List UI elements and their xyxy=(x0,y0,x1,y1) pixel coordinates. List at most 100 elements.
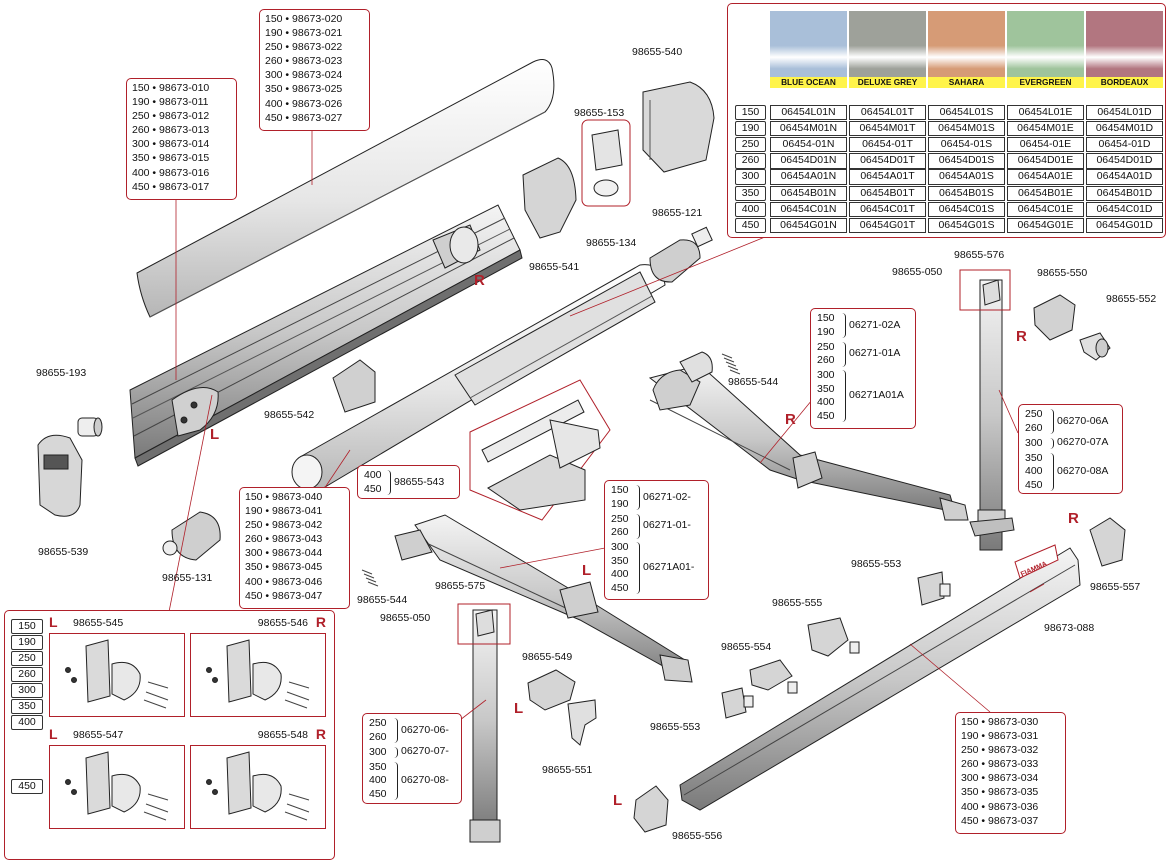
color-code-cell: 06454-01D xyxy=(1086,137,1163,153)
part-number-entry: 300 • 98673-024 xyxy=(265,69,343,82)
brace xyxy=(386,470,391,495)
swatch-label: SAHARA xyxy=(928,77,1005,88)
brace xyxy=(1049,409,1054,434)
size-group: 300 xyxy=(1025,437,1043,451)
bracket-drawing xyxy=(206,639,310,709)
mark-right: R xyxy=(1016,328,1027,345)
color-code-cell: 06454G01T xyxy=(849,217,926,233)
bracket-drawing-frame xyxy=(49,745,185,829)
size-cell: 150 xyxy=(735,105,766,121)
label-98673-088: 98673-088 xyxy=(1044,622,1095,634)
part-number-entry: 450 • 98673-037 xyxy=(961,814,1039,827)
end-cap-left xyxy=(37,434,83,517)
mark-left: L xyxy=(210,426,220,443)
label-98655-554: 98655-554 xyxy=(721,641,772,653)
swatch-label: BORDEAUX xyxy=(1086,77,1163,88)
bracket-drawing-frame xyxy=(190,745,326,829)
color-code-cell: 06454B01T xyxy=(849,185,926,201)
color-code-cell: 06454C01T xyxy=(849,201,926,217)
swatch-evergreen: EVERGREEN xyxy=(1007,11,1084,88)
end-cap-right-in-rail xyxy=(432,224,481,269)
brace xyxy=(841,341,846,367)
end-cap-right xyxy=(642,81,715,173)
color-code-cell: 06454M01D xyxy=(1086,121,1163,137)
brace xyxy=(635,513,640,539)
size-value: 400 xyxy=(611,568,629,580)
part-number-entry: 350 • 98673-045 xyxy=(245,561,323,574)
bracket-drawing xyxy=(65,751,169,821)
size-value: 260 xyxy=(1025,421,1043,434)
mark-left: L xyxy=(514,700,524,717)
bracket-side-mark: R xyxy=(315,614,326,630)
part-number-entry: 190 • 98673-041 xyxy=(245,505,323,518)
part-number-entry: 150 • 98673-040 xyxy=(245,491,323,503)
part-number-entry: 150 • 98673-030 xyxy=(961,716,1039,728)
bracket-side-mark: R xyxy=(315,726,326,742)
swatch-deluxe-grey: DELUXE GREY xyxy=(849,11,926,88)
label-98655-131: 98655-131 xyxy=(162,572,213,584)
part-number-entry: 350 • 98673-015 xyxy=(132,152,210,165)
mark-right: R xyxy=(785,411,796,428)
bracket-code: 98655-547 xyxy=(73,729,124,741)
part-542 xyxy=(332,359,376,413)
size-value: 190 xyxy=(817,325,835,338)
bracket-code: 98655-546 xyxy=(257,617,308,629)
drive-131 xyxy=(162,511,221,561)
color-code-cell: 06454A01N xyxy=(770,169,847,185)
clip-555 xyxy=(807,617,860,657)
roller-tube xyxy=(291,264,666,491)
spring-544-bottom xyxy=(361,569,379,587)
color-code-cell: 06454M01T xyxy=(849,121,926,137)
left-arm xyxy=(394,514,693,683)
size-value: 450 xyxy=(369,787,387,800)
part-number-entry: 400 • 98673-036 xyxy=(961,800,1039,813)
bracket-size-cell: 350 xyxy=(11,699,43,715)
color-code-cell: 06454G01N xyxy=(770,217,847,233)
part-code: 06271-01- xyxy=(643,519,691,531)
size-value: 450 xyxy=(611,581,629,594)
mark-left: L xyxy=(613,792,623,809)
mark-left: L xyxy=(582,562,592,579)
part-code: 06270-07- xyxy=(401,745,449,758)
part-550 xyxy=(1033,294,1076,341)
color-code-cell: 06454D01N xyxy=(770,153,847,169)
color-code-cell: 06454D01S xyxy=(928,153,1005,169)
color-code-cell: 06454A01E xyxy=(1007,169,1084,185)
tension-clip-group xyxy=(469,379,611,521)
size-cell: 350 xyxy=(735,185,766,201)
bracket-side-mark: L xyxy=(49,726,58,742)
part-number-entry: 150 • 98673-010 xyxy=(132,82,210,94)
label-98655-050-top: 98655-050 xyxy=(892,266,943,278)
label-98655-556: 98655-556 xyxy=(672,830,723,842)
size-value: 400 xyxy=(369,774,387,786)
bracket-code: 98655-545 xyxy=(73,617,124,629)
label-98655-134: 98655-134 xyxy=(586,237,637,249)
label-98655-549: 98655-549 xyxy=(522,651,573,663)
part-549 xyxy=(527,669,576,711)
part-code: 06271-02A xyxy=(849,318,901,331)
label-98655-539: 98655-539 xyxy=(38,546,89,558)
part-number-entry: 300 • 98673-014 xyxy=(132,138,210,151)
size-value: 300 xyxy=(369,745,387,758)
color-code-cell: 06454G01E xyxy=(1007,217,1084,233)
color-code-cell: 06454A01T xyxy=(849,169,926,185)
part-552 xyxy=(1079,332,1111,361)
color-code-cell: 06454D01T xyxy=(849,153,926,169)
bracket-size-cell: 400 xyxy=(11,715,43,731)
size-cell: 400 xyxy=(735,201,766,217)
label-98655-544-bottom: 98655-544 xyxy=(357,594,408,606)
part-551 xyxy=(567,699,597,746)
size-value: 260 xyxy=(817,354,835,366)
right-arm xyxy=(648,351,969,521)
brace xyxy=(635,542,640,594)
part-number-entry: 450 • 98673-017 xyxy=(132,180,210,193)
color-code-cell: 06454L01D xyxy=(1086,105,1163,121)
part-number-entry: 450 • 98673-047 xyxy=(245,589,323,602)
size-value: 150 xyxy=(611,484,629,496)
